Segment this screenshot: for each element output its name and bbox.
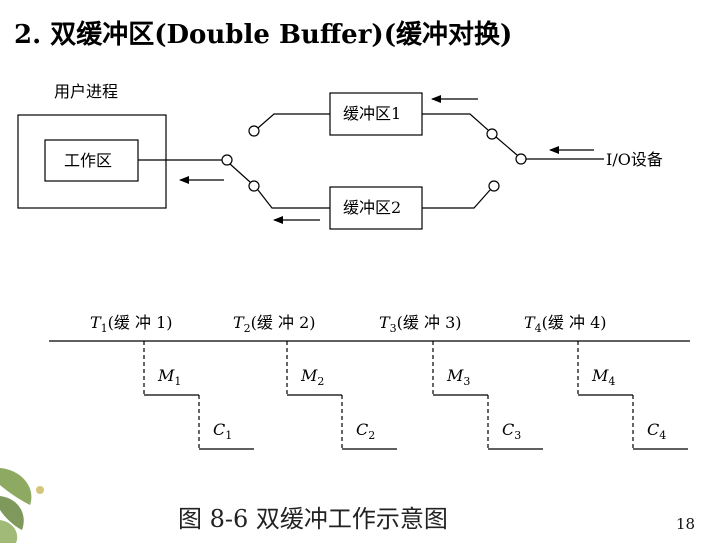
buffer-fill-time-label: T3(缓 冲 3) bbox=[379, 313, 462, 335]
buffer1-label: 缓冲区1 bbox=[343, 104, 401, 123]
compute-time-label-symbol: C bbox=[502, 420, 514, 439]
buffer-fill-time-text: (缓 冲 4) bbox=[542, 313, 607, 332]
compute-time-label-subscript: 3 bbox=[514, 429, 521, 442]
right-upper-contact bbox=[486, 128, 498, 140]
buffer-fill-time-label-symbol: T bbox=[379, 313, 391, 332]
move-time-label: M1 bbox=[157, 366, 181, 388]
buffer-fill-time-label-symbol: T bbox=[524, 313, 536, 332]
buffer-fill-time-text: (缓 冲 1) bbox=[108, 313, 173, 332]
buffer1-right-wire bbox=[422, 113, 489, 131]
left-lower-contact bbox=[248, 180, 260, 192]
move-time-label: M2 bbox=[300, 366, 324, 388]
compute-time-label: C3 bbox=[502, 420, 521, 442]
left-switch-pivot bbox=[221, 154, 233, 166]
move-time-label-subscript: 1 bbox=[174, 375, 181, 388]
buffer1-left-wire bbox=[257, 113, 330, 129]
slide-title: 2. 双缓冲区(Double Buffer)(缓冲对换) bbox=[14, 20, 513, 50]
buffer-fill-time-text: (缓 冲 2) bbox=[251, 313, 316, 332]
left-upper-contact bbox=[248, 125, 260, 137]
move-time-label-subscript: 3 bbox=[463, 375, 470, 388]
compute-time-label-subscript: 2 bbox=[368, 429, 375, 442]
move-time-label-subscript: 4 bbox=[608, 375, 615, 388]
compute-time-label: C1 bbox=[213, 420, 232, 442]
io-device-label: I/O设备 bbox=[606, 150, 663, 169]
move-time-label-symbol: M bbox=[157, 366, 175, 385]
buffer-fill-time-label-subscript: 4 bbox=[535, 322, 542, 335]
user-process-box bbox=[17, 114, 167, 209]
buffer-fill-time-label-subscript: 3 bbox=[390, 322, 397, 335]
buffer-fill-time-label-subscript: 2 bbox=[244, 322, 251, 335]
compute-time-label-symbol: C bbox=[356, 420, 368, 439]
figure-caption: 图 8-6 双缓冲工作示意图 bbox=[178, 505, 448, 533]
move-time-label: M3 bbox=[446, 366, 470, 388]
buffer2-label: 缓冲区2 bbox=[343, 198, 401, 217]
move-time-label-symbol: M bbox=[446, 366, 464, 385]
move-time-label-subscript: 2 bbox=[317, 375, 324, 388]
compute-time-label-subscript: 4 bbox=[659, 429, 666, 442]
compute-time-label-symbol: C bbox=[647, 420, 659, 439]
move-time-label: M4 bbox=[591, 366, 615, 388]
compute-time-label: C2 bbox=[356, 420, 375, 442]
leaf-decoration-icon bbox=[0, 468, 44, 543]
buffer-fill-time-label-subscript: 1 bbox=[101, 322, 108, 335]
buffer-fill-time-label: T2(缓 冲 2) bbox=[233, 313, 316, 335]
user-process-label: 用户进程 bbox=[54, 82, 118, 101]
buffer-fill-time-label-symbol: T bbox=[90, 313, 102, 332]
right-lower-contact bbox=[488, 180, 500, 192]
left-switch-blade bbox=[229, 163, 251, 183]
compute-time-label: C4 bbox=[647, 420, 666, 442]
buffer2-right-wire bbox=[422, 189, 491, 209]
move-time-label-symbol: M bbox=[300, 366, 318, 385]
move-time-label-symbol: M bbox=[591, 366, 609, 385]
buffer-fill-time-text: (缓 冲 3) bbox=[397, 313, 462, 332]
right-switch-blade bbox=[495, 136, 518, 156]
right-switch-pivot bbox=[515, 153, 527, 165]
buffer-fill-time-label: T4(缓 冲 4) bbox=[524, 313, 607, 335]
work-area-label: 工作区 bbox=[64, 151, 112, 170]
compute-time-label-symbol: C bbox=[213, 420, 225, 439]
buffer2-left-wire bbox=[257, 189, 330, 209]
page-number: 18 bbox=[676, 515, 696, 533]
compute-time-label-subscript: 1 bbox=[225, 429, 232, 442]
buffer-fill-time-label-symbol: T bbox=[233, 313, 245, 332]
buffer-fill-time-label: T1(缓 冲 1) bbox=[90, 313, 173, 335]
